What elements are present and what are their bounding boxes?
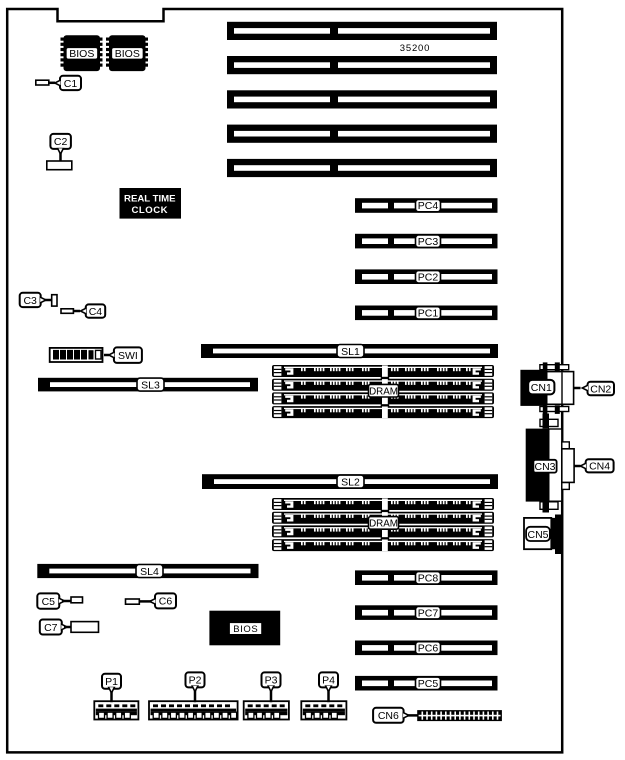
svg-text:C6: C6 [159, 596, 173, 608]
svg-text:SL1: SL1 [341, 346, 360, 358]
svg-text:C1: C1 [64, 78, 78, 90]
svg-text:P2: P2 [189, 675, 202, 687]
svg-text:35200: 35200 [400, 43, 430, 54]
svg-text:C3: C3 [23, 295, 37, 307]
svg-text:P4: P4 [322, 675, 335, 687]
svg-text:PC6: PC6 [418, 643, 439, 655]
svg-text:REAL TIME: REAL TIME [124, 193, 176, 204]
svg-text:DRAM: DRAM [369, 519, 398, 530]
svg-text:CN6: CN6 [378, 710, 399, 722]
svg-text:SWI: SWI [118, 350, 138, 362]
svg-text:C5: C5 [42, 596, 56, 608]
svg-text:SL4: SL4 [140, 566, 159, 578]
svg-text:PC4: PC4 [418, 200, 439, 212]
svg-text:SL3: SL3 [141, 379, 160, 391]
svg-text:C7: C7 [44, 622, 58, 634]
svg-text:BIOS: BIOS [69, 48, 94, 60]
svg-text:BIOS: BIOS [233, 624, 258, 635]
svg-text:CN5: CN5 [527, 529, 548, 541]
svg-text:CLOCK: CLOCK [131, 205, 168, 216]
svg-text:P1: P1 [105, 676, 118, 688]
svg-text:PC8: PC8 [418, 572, 439, 584]
svg-text:BIOS: BIOS [115, 48, 140, 60]
svg-text:C4: C4 [89, 306, 103, 318]
svg-text:PC7: PC7 [418, 607, 439, 619]
svg-text:CN1: CN1 [531, 382, 552, 394]
svg-text:PC2: PC2 [418, 271, 439, 283]
svg-text:C2: C2 [54, 136, 68, 148]
svg-text:SL2: SL2 [341, 476, 360, 488]
svg-text:CN3: CN3 [534, 461, 555, 473]
svg-text:PC3: PC3 [418, 236, 439, 248]
svg-text:DRAM: DRAM [369, 386, 398, 397]
svg-text:PC5: PC5 [418, 678, 439, 690]
svg-text:CN2: CN2 [590, 383, 611, 395]
svg-text:CN4: CN4 [589, 461, 610, 473]
svg-text:P3: P3 [265, 675, 278, 687]
svg-text:PC1: PC1 [418, 308, 439, 320]
